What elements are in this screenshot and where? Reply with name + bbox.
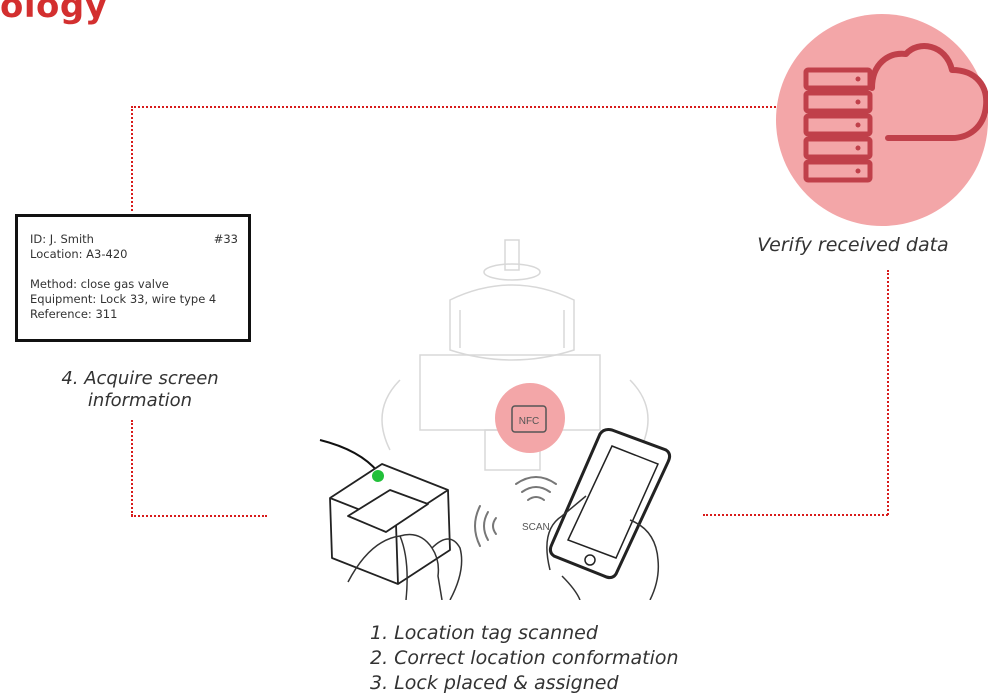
status-led: [372, 470, 384, 482]
nfc-tag-icon: [511, 405, 547, 433]
screen-reference: Reference: 311: [30, 307, 118, 321]
nfc-label: NFC: [519, 416, 540, 427]
connector-bottom-left: [131, 515, 267, 517]
step-item: 1. Location tag scanned: [370, 622, 598, 644]
nfc-highlight: [495, 383, 565, 453]
right-hand: [546, 495, 660, 600]
scanner-cable: [319, 439, 379, 473]
acquire-caption: 4. Acquire screen information: [61, 368, 219, 411]
handheld-scanner-icon: [329, 463, 451, 585]
signal-up-icon: [515, 476, 557, 501]
connector-top: [131, 106, 779, 108]
verify-caption: Verify received data: [757, 234, 949, 256]
steps-list: 1. Location tag scanned 2. Correct locat…: [370, 621, 679, 696]
step-item: 2. Correct location conformation: [370, 647, 679, 669]
screen-id: ID: J. Smith: [30, 232, 94, 246]
scan-illustration: NFC SCAN: [319, 239, 672, 600]
screen-info-panel: ID: J. Smith #33 Location: A3-420 Method…: [15, 214, 251, 342]
screen-equipment: Equipment: Lock 33, wire type 4: [30, 292, 217, 306]
cloud-server-icon: [803, 43, 988, 183]
page-title: ology: [0, 0, 108, 26]
smartphone-icon: [548, 428, 672, 580]
scan-label: SCAN: [522, 522, 550, 533]
valve-icon: [381, 239, 649, 471]
screen-method: Method: close gas valve: [30, 277, 169, 291]
cloud-server-circle: [776, 14, 988, 226]
connector-left-lower: [131, 420, 133, 516]
screen-location: Location: A3-420: [30, 247, 128, 261]
left-hand: [347, 533, 463, 600]
signal-left-icon: [474, 505, 497, 547]
screen-number: #33: [213, 232, 238, 246]
connector-left-upper: [131, 106, 133, 211]
connector-right-vertical: [887, 270, 889, 515]
step-item: 3. Lock placed & assigned: [370, 672, 619, 694]
connector-bottom-right: [703, 514, 888, 516]
